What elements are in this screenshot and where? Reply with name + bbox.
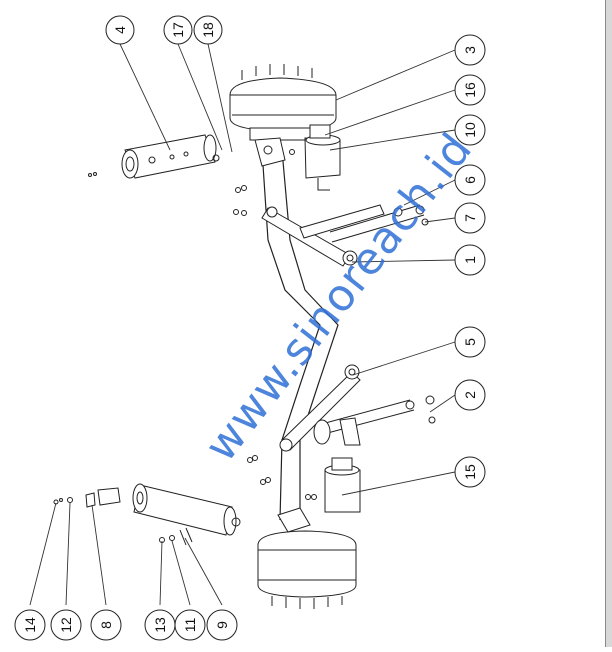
cylinder-lower: [132, 483, 241, 546]
cylinder-4: [88, 134, 220, 179]
callout-circle-18: [193, 15, 223, 45]
callout-label-13: 13: [152, 617, 168, 633]
callout-circles: [14, 15, 486, 641]
filter-15: [305, 457, 361, 513]
top-knuckle: [254, 137, 286, 167]
callout-circle-5: [454, 326, 486, 358]
callout-label-15: 15: [462, 464, 478, 480]
callout-circle-3: [454, 34, 486, 66]
callout-circle-12: [50, 609, 82, 641]
callout-label-3: 3: [462, 46, 478, 54]
axle-beam: [261, 149, 339, 521]
callout-label-14: 14: [22, 617, 38, 633]
callout-label-2: 2: [462, 391, 478, 399]
callout-label-10: 10: [462, 122, 478, 138]
callout-label-9: 9: [214, 621, 230, 629]
callout-circle-2: [454, 379, 486, 411]
callout-label-18: 18: [200, 22, 216, 38]
callout-circle-17: [163, 15, 193, 45]
page-edge: [605, 0, 612, 647]
callout-numbers: 4 17 18 3 16 10 6 7 1 5 2 15 14 12 8 13 …: [22, 22, 478, 633]
callout-label-1: 1: [462, 256, 478, 264]
callout-circle-16: [454, 74, 486, 106]
callout-circle-8: [90, 609, 122, 641]
callout-circle-9: [206, 609, 238, 641]
callout-label-16: 16: [462, 82, 478, 98]
bottom-brake-drum: [257, 507, 357, 609]
callout-circle-6: [454, 164, 486, 196]
top-brake-drum: [229, 64, 337, 141]
callout-label-5: 5: [462, 338, 478, 346]
callout-circle-14: [14, 609, 46, 641]
callout-circle-7: [454, 202, 486, 234]
leader-lines: [29, 43, 456, 606]
callout-circle-1: [454, 244, 486, 276]
callout-label-12: 12: [58, 617, 74, 633]
filter-10: [289, 124, 341, 191]
callout-label-8: 8: [98, 621, 114, 629]
callout-label-4: 4: [112, 26, 128, 34]
callout-label-11: 11: [182, 618, 198, 633]
callout-label-17: 17: [170, 22, 186, 38]
callout-circle-4: [105, 15, 135, 45]
callout-circle-11: [174, 609, 206, 641]
small-parts-8-12-14: [53, 487, 121, 508]
callout-circle-10: [454, 114, 486, 146]
callout-label-7: 7: [462, 214, 478, 222]
callout-label-6: 6: [462, 176, 478, 184]
upper-link-arm: [233, 185, 429, 267]
lower-link-arm: [247, 364, 436, 485]
callout-circle-15: [454, 456, 486, 488]
